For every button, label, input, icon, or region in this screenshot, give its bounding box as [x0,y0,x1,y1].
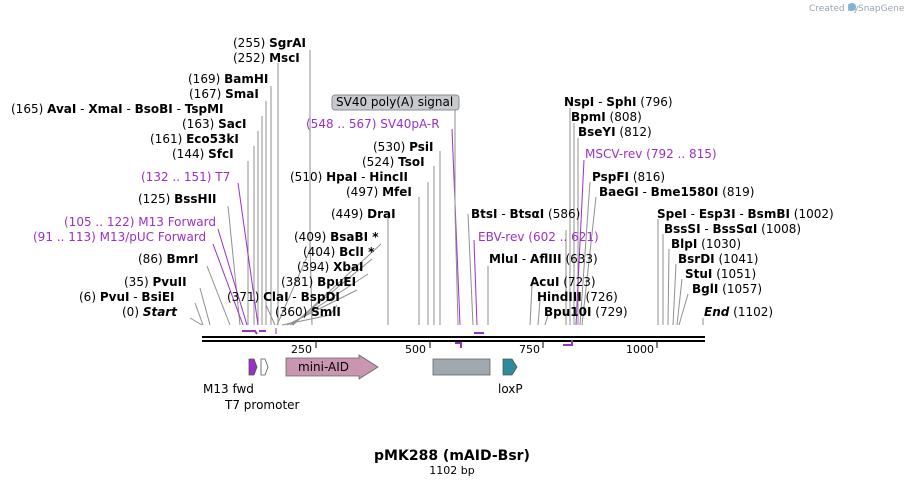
feature-mini-aid: mini-AID [285,354,379,380]
primer-m13-forward: (105 .. 122) M13 Forward [64,215,216,229]
site-baegi-group: BaeGI - Bme1580I (819) [599,185,754,199]
site-bpu10i: Bpu10I (729) [544,305,628,319]
primer-bars-reverse [455,340,573,348]
site-mfei: (497) MfeI [346,185,412,199]
site-mlui-group: MluI - AflIII (633) [489,252,598,266]
site-bmri: (86) BmrI [138,252,199,266]
site-clai-group: (371) ClaI - BspDI [227,290,340,304]
ruler-tick-500: 500 [405,343,426,356]
site-end: End (1102) [704,305,773,319]
ruler-tick-250: 250 [291,343,312,356]
site-smai: (167) SmaI [189,87,259,101]
t7-promoter-label: T7 promoter [224,398,300,412]
site-tsoi: (524) TsoI [362,155,425,169]
site-btsi-group: BtsI - BtsαI (586) [471,207,580,221]
feature-loxp: loxP [498,358,523,396]
primer-m13-puc-forward: (91 .. 113) M13/pUC Forward [33,230,206,244]
site-drai: (449) DraI [331,207,396,221]
primer-sv40pa-r: (548 .. 567) SV40pA-R [306,117,440,131]
m13-fwd-label: M13 fwd [203,382,254,396]
site-bpuei: (381) BpuEI [281,275,356,289]
site-saci: (163) SacI [182,117,246,131]
feature-sv40-polya-box [432,358,491,376]
site-blpi: BlpI (1030) [671,237,741,251]
site-acui: AcuI (723) [530,275,596,289]
feature-callout-sv40-polya: SV40 poly(A) signal [331,94,460,111]
site-sfci: (144) SfcI [172,147,234,161]
site-spei-group: SpeI - Esp3I - BsmBI (1002) [657,207,834,221]
site-start: (0) Start [122,305,178,319]
site-bsabi: (409) BsaBI * [294,230,379,244]
site-hindiii: HindIII (726) [537,290,618,304]
map-subtitle: 1102 bp [429,464,474,477]
mini-aid-label: mini-AID [298,360,349,374]
primer-ebv-rev: EBV-rev (602 .. 621) [478,230,599,244]
site-eco53ki: (161) Eco53kI [150,132,239,146]
ruler-tick-750: 750 [519,343,540,356]
site-bseyi: BseYI (812) [578,125,652,139]
site-bsrdi: BsrDI (1041) [678,252,758,266]
site-bsshii: (125) BssHII [138,192,217,206]
site-msci: (252) MscI [233,51,300,65]
site-xbai: (394) XbaI [297,260,364,274]
primer-t7: (132 .. 151) T7 [141,170,230,184]
loxp-label: loxP [498,382,523,396]
leader-lines [189,50,704,326]
sv40-polya-label: SV40 poly(A) signal [336,95,453,109]
site-avai-group: (165) AvaI - XmaI - BsoBI - TspMI [11,102,223,116]
site-stui: StuI (1051) [685,267,756,281]
site-pspfi: PspFI (816) [592,170,665,184]
map-title: pMK288 (mAID-Bsr) [374,448,530,464]
site-bamhi: (169) BamHI [188,72,268,86]
primer-bars [242,328,484,335]
ruler-tick-1000: 1000 [626,343,654,356]
site-nspi-group: NspI - SphI (796) [564,95,673,109]
site-psii: (530) PsiI [373,140,433,154]
site-smli: (360) SmlI [275,305,341,319]
site-bcli: (404) BclI * [303,245,375,259]
site-hpai-group: (510) HpaI - HincII [290,170,408,184]
ruler: 250 500 750 1000 [291,342,658,356]
site-pvui-group: (6) PvuI - BsiEI [79,290,175,304]
site-sgrai: (255) SgrAI [233,36,306,50]
site-bgli: BglI (1057) [692,282,762,296]
dna-backbone [202,336,705,342]
snapgene-logo-icon [848,3,856,11]
primer-mscv-rev: MSCV-rev (792 .. 815) [585,147,717,161]
site-pvuii: (35) PvuII [124,275,187,289]
feature-t7-promoter: T7 promoter [224,358,300,412]
site-bsssi-group: BssSI - BssSαI (1008) [664,222,801,236]
feature-m13-fwd: M13 fwd [203,358,258,396]
watermark-text: Created by [809,4,859,14]
watermark-brand: SnapGene [858,4,905,14]
site-bpmi: BpmI (808) [571,110,642,124]
